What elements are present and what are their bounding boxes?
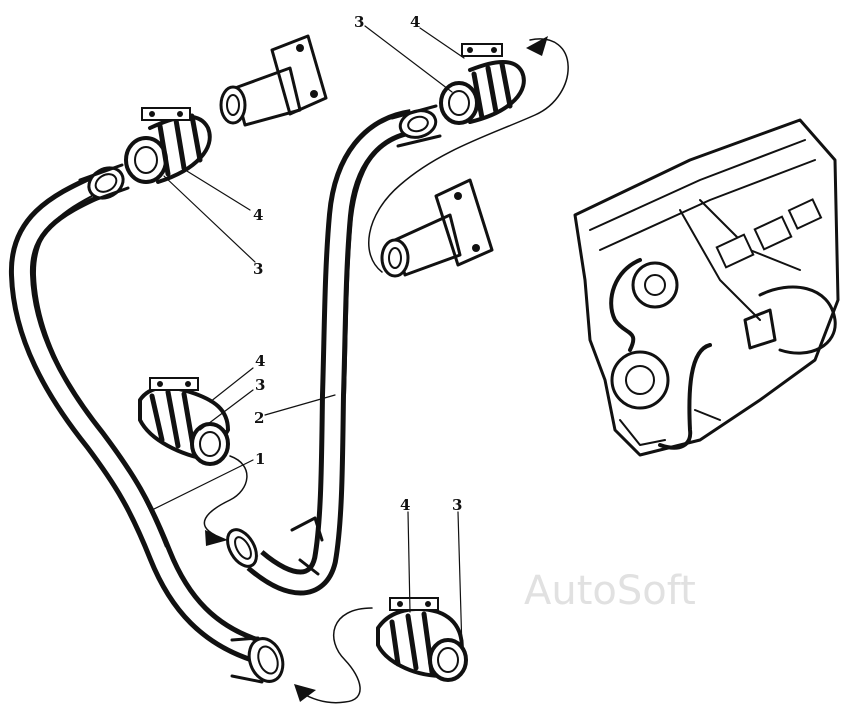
callout-3-left-upper: 3 bbox=[253, 260, 263, 278]
hose-clamp-bottom bbox=[376, 597, 468, 682]
pipe-2-upper-end bbox=[390, 104, 442, 148]
pipe-1-upper-end bbox=[78, 163, 130, 205]
callout-4-middle: 4 bbox=[255, 352, 265, 370]
flow-line-middle bbox=[203, 455, 248, 546]
callout-4-bottom: 4 bbox=[400, 496, 410, 514]
callout-3-top: 3 bbox=[354, 13, 364, 31]
watermark: AutoSoft bbox=[524, 568, 696, 614]
flange-elbow-upper bbox=[219, 34, 328, 127]
callout-4-top: 4 bbox=[410, 13, 420, 31]
flange-elbow-middle bbox=[380, 178, 494, 278]
engine-block bbox=[573, 118, 840, 457]
pipe-1 bbox=[8, 163, 285, 684]
arrow-icon bbox=[205, 530, 228, 546]
pipe-2 bbox=[226, 104, 442, 596]
callout-3-bottom: 3 bbox=[452, 496, 462, 514]
arrow-icon bbox=[294, 684, 316, 702]
hose-clamp-left-middle bbox=[138, 377, 230, 466]
leader-lines bbox=[151, 25, 465, 651]
hose-clamp-left-upper bbox=[124, 107, 212, 184]
pipe-2-elbow-end bbox=[226, 516, 324, 576]
callout-4-left-upper: 4 bbox=[253, 206, 263, 224]
pipe-1-lower-end bbox=[230, 636, 285, 684]
hose-clamp-top bbox=[439, 43, 526, 125]
arrow-icon bbox=[526, 36, 548, 56]
flow-line-top bbox=[368, 36, 569, 273]
callout-3-middle: 3 bbox=[255, 376, 265, 394]
callout-2: 2 bbox=[254, 409, 264, 427]
flow-line-bottom bbox=[294, 607, 373, 704]
callout-1: 1 bbox=[255, 450, 265, 468]
